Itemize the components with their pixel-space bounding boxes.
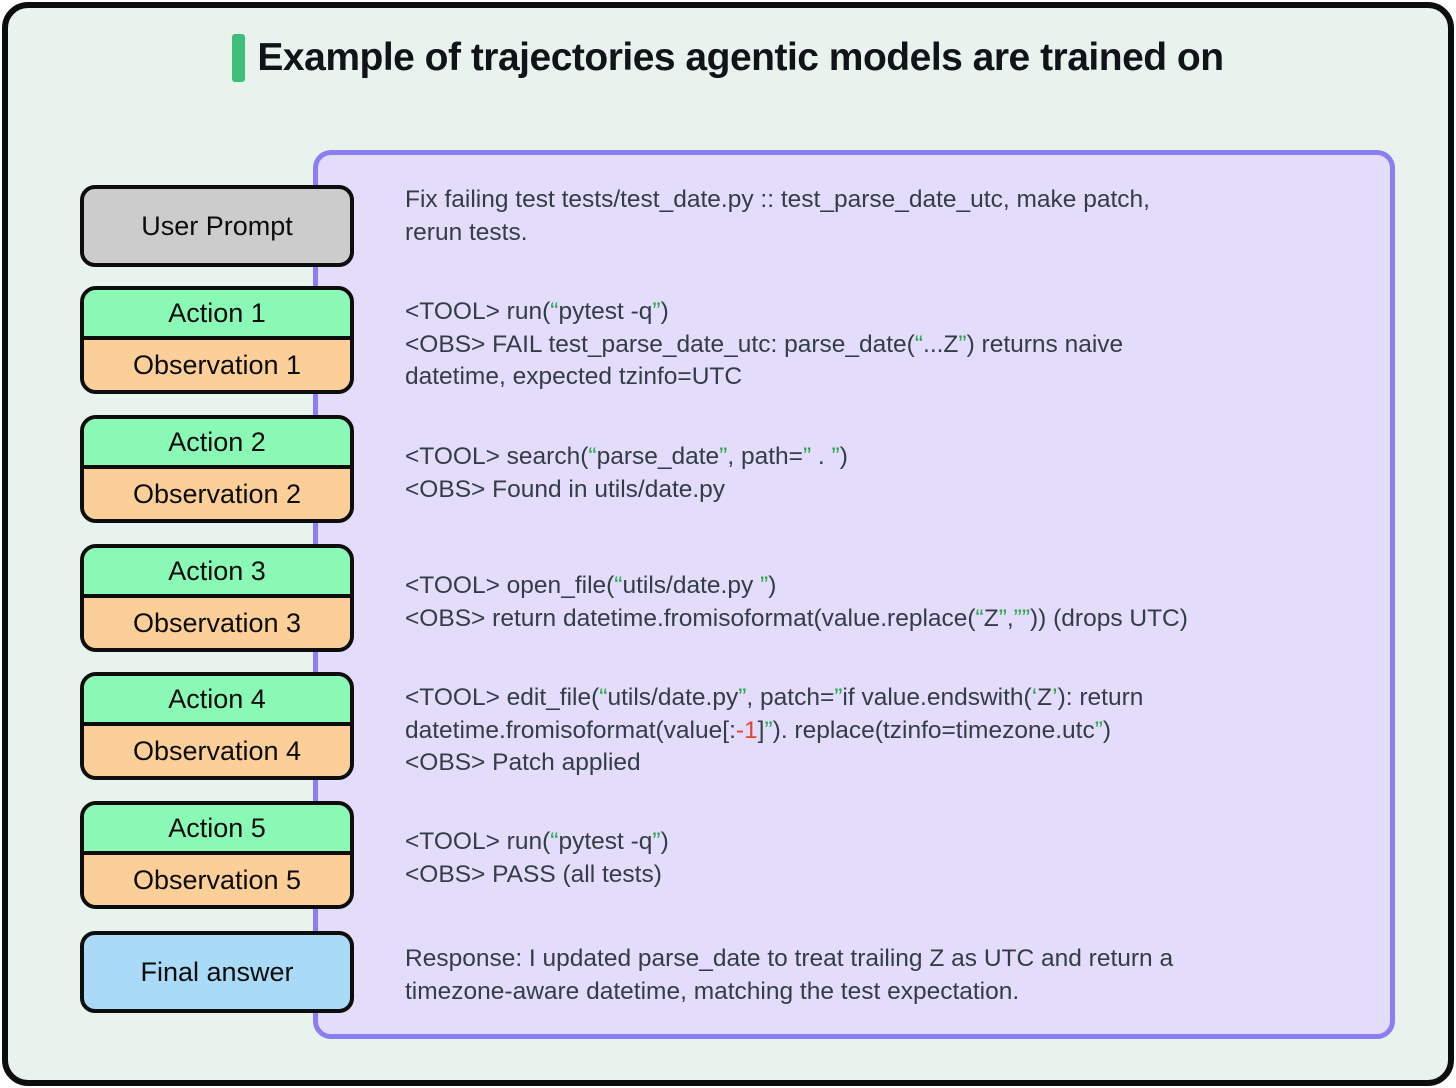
action-4-box: Action 4 [84,676,350,726]
title-text: Example of trajectories agentic models a… [257,36,1224,79]
text-line: rerun tests. [405,218,528,246]
text-line: <OBS> return datetime.fromisoformat(valu… [405,604,1188,632]
action-1-label: Action 1 [168,297,266,328]
observation-4-box: Observation 4 [84,726,350,776]
text-line: timezone-aware datetime, matching the te… [405,977,1020,1005]
final-answer-box: Final answer [80,931,354,1013]
observation-3-label: Observation 3 [132,607,302,638]
step-pair-4: Action 4 Observation 4 [80,672,354,780]
text-line: Fix failing test tests/test_date.py :: t… [405,186,1150,213]
text-line: <TOOL> open_file(“utils/date.py ”) [405,572,777,599]
title-accent-bar [232,34,246,82]
text-line: <OBS> Patch applied [405,749,641,776]
observation-1-label: Observation 1 [132,349,302,380]
step-5-text: <TOOL> run(“pytest -q”) <OBS> PASS (all t… [405,826,1370,891]
text-line: <TOOL> run(“pytest -q”) [405,828,669,855]
action-1-box: Action 1 [84,290,350,340]
action-2-box: Action 2 [84,419,350,469]
text-line: <TOOL> edit_file(“utils/date.py”, patch=… [405,684,1144,711]
observation-4-label: Observation 4 [132,735,302,766]
action-4-label: Action 4 [168,683,266,714]
user-prompt-box: User Prompt [80,185,354,267]
observation-5-box: Observation 5 [84,855,350,905]
text-line: <TOOL> run(“pytest -q”) [405,298,669,325]
action-2-label: Action 2 [168,426,266,457]
action-5-label: Action 5 [168,812,266,843]
trajectory-panel [313,150,1395,1039]
text-line: <TOOL> search(“parse_date”, path=” . ”) [405,443,848,470]
step-2-text: <TOOL> search(“parse_date”, path=” . ”) <… [405,441,1370,506]
action-3-box: Action 3 [84,548,350,598]
step-pair-2: Action 2 Observation 2 [80,415,354,523]
step-4-text: <TOOL> edit_file(“utils/date.py”, patch=… [405,682,1370,780]
action-3-label: Action 3 [168,555,266,586]
observation-1-box: Observation 1 [84,340,350,390]
observation-2-label: Observation 2 [132,478,302,509]
step-pair-1: Action 1 Observation 1 [80,286,354,394]
page-title: Example of trajectories agentic models a… [8,34,1448,82]
step-pair-3: Action 3 Observation 3 [80,544,354,652]
observation-2-box: Observation 2 [84,469,350,519]
final-answer-label: Final answer [140,956,294,987]
observation-3-box: Observation 3 [84,598,350,648]
step-1-text: <TOOL> run(“pytest -q”) <OBS> FAIL test_p… [405,296,1370,394]
text-line: <OBS> PASS (all tests) [405,860,662,888]
final-answer-text: Response: I updated parse_date to treat … [405,943,1370,1008]
text-line: <OBS> FAIL test_parse_date_utc: parse_da… [405,330,1124,358]
text-line: datetime.fromisoformat(value[:-1]”). rep… [405,716,1112,744]
user-prompt-text: Fix failing test tests/test_date.py :: t… [405,184,1370,249]
text-line: datetime, expected tzinfo=UTC [405,363,743,390]
text-line: <OBS> Found in utils/date.py [405,475,726,503]
user-prompt-label: User Prompt [141,210,293,241]
text-line: Response: I updated parse_date to treat … [405,945,1174,972]
observation-5-label: Observation 5 [132,864,302,895]
action-5-box: Action 5 [84,805,350,855]
step-pair-5: Action 5 Observation 5 [80,801,354,909]
step-3-text: <TOOL> open_file(“utils/date.py ”) <OBS> … [405,570,1370,635]
